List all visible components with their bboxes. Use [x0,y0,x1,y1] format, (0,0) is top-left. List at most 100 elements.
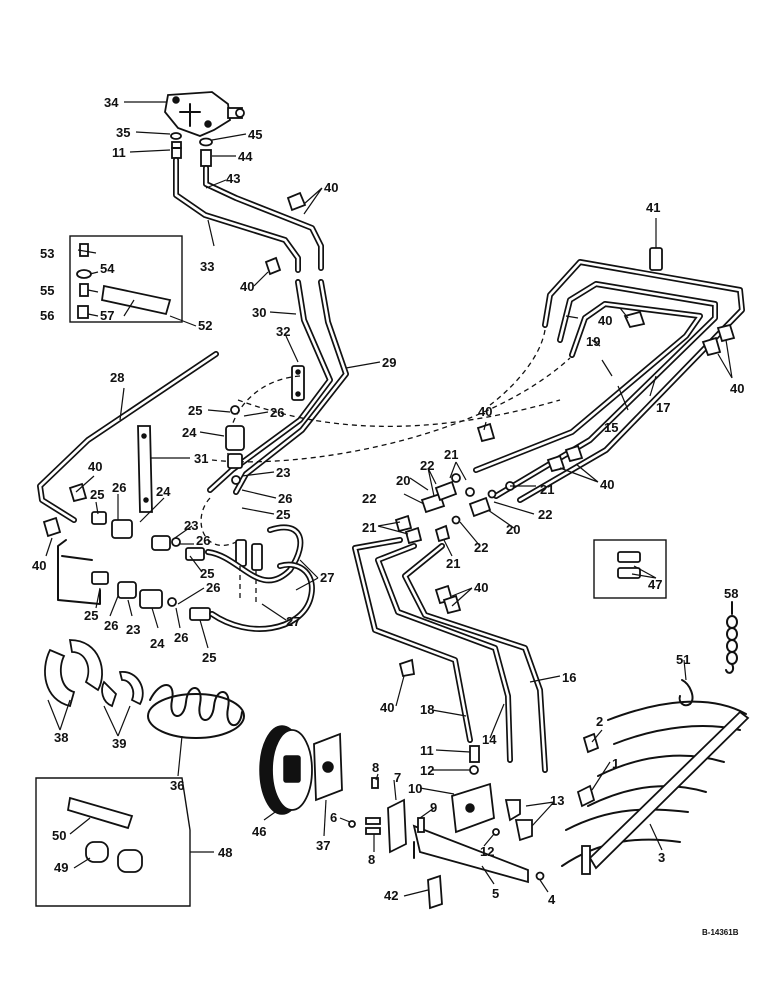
callout-16: 16 [562,670,576,685]
callout-11: 11 [112,145,126,160]
callout-21: 21 [446,556,460,571]
callout-17: 17 [656,400,670,415]
callout-24: 24 [182,425,197,440]
line-33 [173,157,301,273]
callout-26: 26 [206,580,220,595]
callout-42: 42 [384,888,398,903]
inset-box-47 [593,539,667,599]
inset-box-52 [69,235,183,323]
callout-14: 14 [482,732,497,747]
callout-34: 34 [104,95,119,110]
callout-12: 12 [480,844,494,859]
callout-9: 9 [430,800,437,815]
bar-5 [412,824,529,884]
callout-35: 35 [116,125,130,140]
clips-40-right [476,310,736,473]
bracket-7 [387,798,407,854]
callout-3: 3 [658,850,665,865]
callout-27: 27 [320,570,334,585]
bracket-41 [649,247,663,271]
callout-40: 40 [600,477,614,492]
callout-30: 30 [252,305,266,320]
clip-40-mid [264,256,282,276]
clamp-38 [44,639,103,708]
callout-15: 15 [604,420,618,435]
control-valve-34 [164,91,245,137]
chain-58 [725,601,738,674]
callout-40: 40 [324,180,338,195]
hook-51 [678,679,694,707]
elbow-13 [504,799,533,842]
callout-23: 23 [126,622,140,637]
line-16 [402,543,548,773]
callout-4: 4 [548,892,556,907]
callout-57: 57 [100,308,114,323]
coupler-set-left [91,511,263,621]
callout-20: 20 [396,473,410,488]
callout-55: 55 [40,283,54,298]
callout-11: 11 [420,743,434,758]
callout-36: 36 [170,778,184,793]
callout-26: 26 [174,630,188,645]
callout-26: 26 [112,480,126,495]
callout-43: 43 [226,171,240,186]
fitting-stack-left [170,132,182,159]
callout-40: 40 [598,313,612,328]
callout-13: 13 [550,793,564,808]
callout-40: 40 [478,404,492,419]
bracket-31 [137,425,153,513]
spring-36 [147,684,245,739]
callout-26: 26 [270,405,284,420]
weight-frame-3 [561,700,750,875]
clip-40-top [286,191,307,212]
callout-47: 47 [648,577,662,592]
callout-40: 40 [380,700,394,715]
callout-53: 53 [40,246,54,261]
callout-25: 25 [188,403,202,418]
callout-25: 25 [90,487,104,502]
callout-1: 1 [612,756,619,771]
callout-45: 45 [248,127,262,142]
fitting-stack-right [199,137,213,167]
callout-24: 24 [150,636,165,651]
callout-29: 29 [382,355,396,370]
callout-49: 49 [54,860,68,875]
callout-6: 6 [330,810,337,825]
clips-1-2 [576,732,600,808]
callout-10: 10 [408,781,422,796]
callout-40: 40 [474,580,488,595]
line-15 [493,281,718,499]
clip-40-lower [398,584,462,678]
bracket-32 [291,365,305,401]
callout-21: 21 [444,447,458,462]
leader-lines [45,101,733,897]
callout-41: 41 [646,200,660,215]
callout-58: 58 [724,586,738,601]
inset-box-48 [35,777,191,907]
callout-8: 8 [372,760,379,775]
callout-8: 8 [368,852,375,867]
hose-29 [233,279,349,495]
callout-48: 48 [218,845,232,860]
callout-32: 32 [276,324,290,339]
callout-25: 25 [202,650,216,665]
callout-18: 18 [420,702,434,717]
callout-22: 22 [474,540,488,555]
callout-26: 26 [278,491,292,506]
clip-40-left [42,482,101,605]
line-18 [352,537,473,743]
callout-50: 50 [52,828,66,843]
callout-52: 52 [198,318,212,333]
callout-25: 25 [200,566,214,581]
callout-12: 12 [420,763,434,778]
coupler-24-upper [225,405,245,485]
callout-19: 19 [586,334,600,349]
callout-26: 26 [196,533,210,548]
callout-37: 37 [316,838,330,853]
callout-21: 21 [362,520,376,535]
callout-28: 28 [110,370,124,385]
bushing-39 [101,671,144,708]
callout-labels: 34 35 11 45 44 43 40 33 40 30 32 29 28 2… [32,95,744,907]
callout-23: 23 [184,518,198,533]
